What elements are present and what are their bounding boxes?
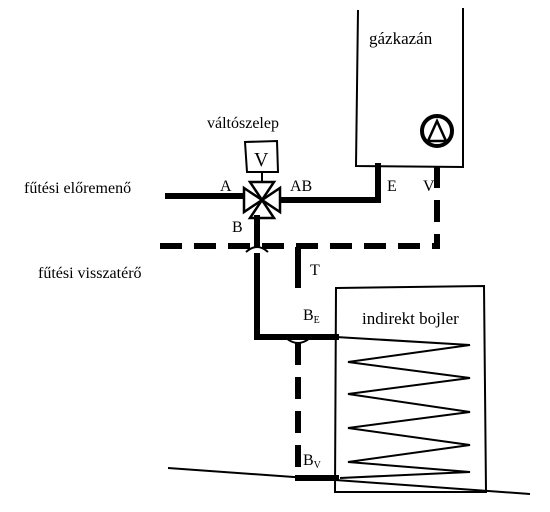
boiler-flow-pipe <box>277 163 381 203</box>
port-be-label: BE <box>303 307 320 326</box>
heating-supply-label: fűtési előremenő <box>24 180 131 197</box>
pump-icon <box>420 114 454 148</box>
valve-letter: V <box>254 149 269 171</box>
indirect-cylinder-label: indirekt bojler <box>362 309 459 328</box>
port-t-label: T <box>310 262 320 279</box>
three-way-valve-icon <box>242 180 282 220</box>
port-ab-label: AB <box>290 178 312 195</box>
valve-label: váltószelep <box>207 115 279 132</box>
port-e-label: E <box>387 178 397 195</box>
coil-junction <box>285 337 311 344</box>
gas-boiler-body <box>354 8 464 169</box>
heating-coil <box>335 336 471 479</box>
valve-b-pipe <box>254 215 339 340</box>
indirect-cylinder-body <box>333 284 488 493</box>
heating-return-label: fűtési visszatérő <box>38 265 142 282</box>
ground-line <box>167 467 531 495</box>
gas-boiler-label: gázkazán <box>369 29 433 48</box>
pipe-crossover <box>245 246 269 253</box>
port-bv-label: BV <box>303 452 322 471</box>
port-b-label: B <box>232 219 243 236</box>
port-a-label: A <box>220 178 232 195</box>
port-v-label: V <box>423 178 435 195</box>
